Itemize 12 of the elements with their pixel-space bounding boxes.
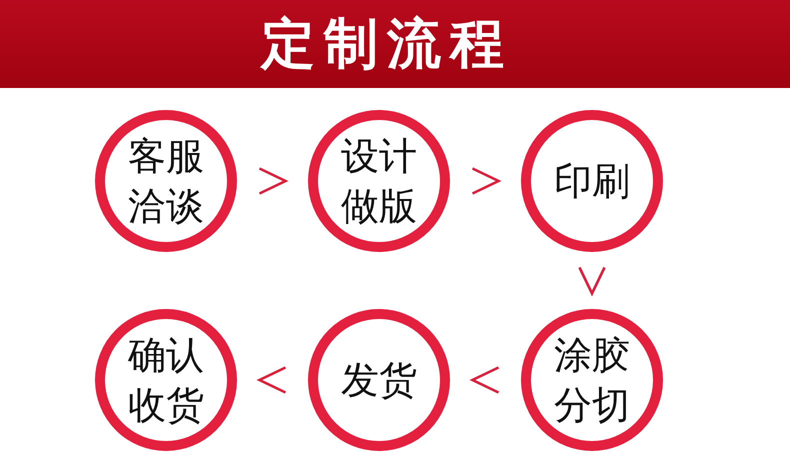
step-label: 发货 [340, 357, 418, 404]
step-label: 设计做版 [340, 133, 418, 230]
step-label: 确认收货 [127, 332, 205, 429]
step-label: 涂胶分切 [553, 332, 631, 429]
chevron-arrow [472, 167, 502, 195]
chevron-arrow [258, 167, 288, 195]
chevron-arrow [256, 366, 286, 394]
chevron-arrow [578, 266, 606, 296]
chevron-arrow [470, 366, 500, 394]
title: 定制流程 [261, 14, 513, 74]
step-label: 印刷 [553, 158, 631, 205]
step-label: 客服洽谈 [127, 133, 205, 230]
